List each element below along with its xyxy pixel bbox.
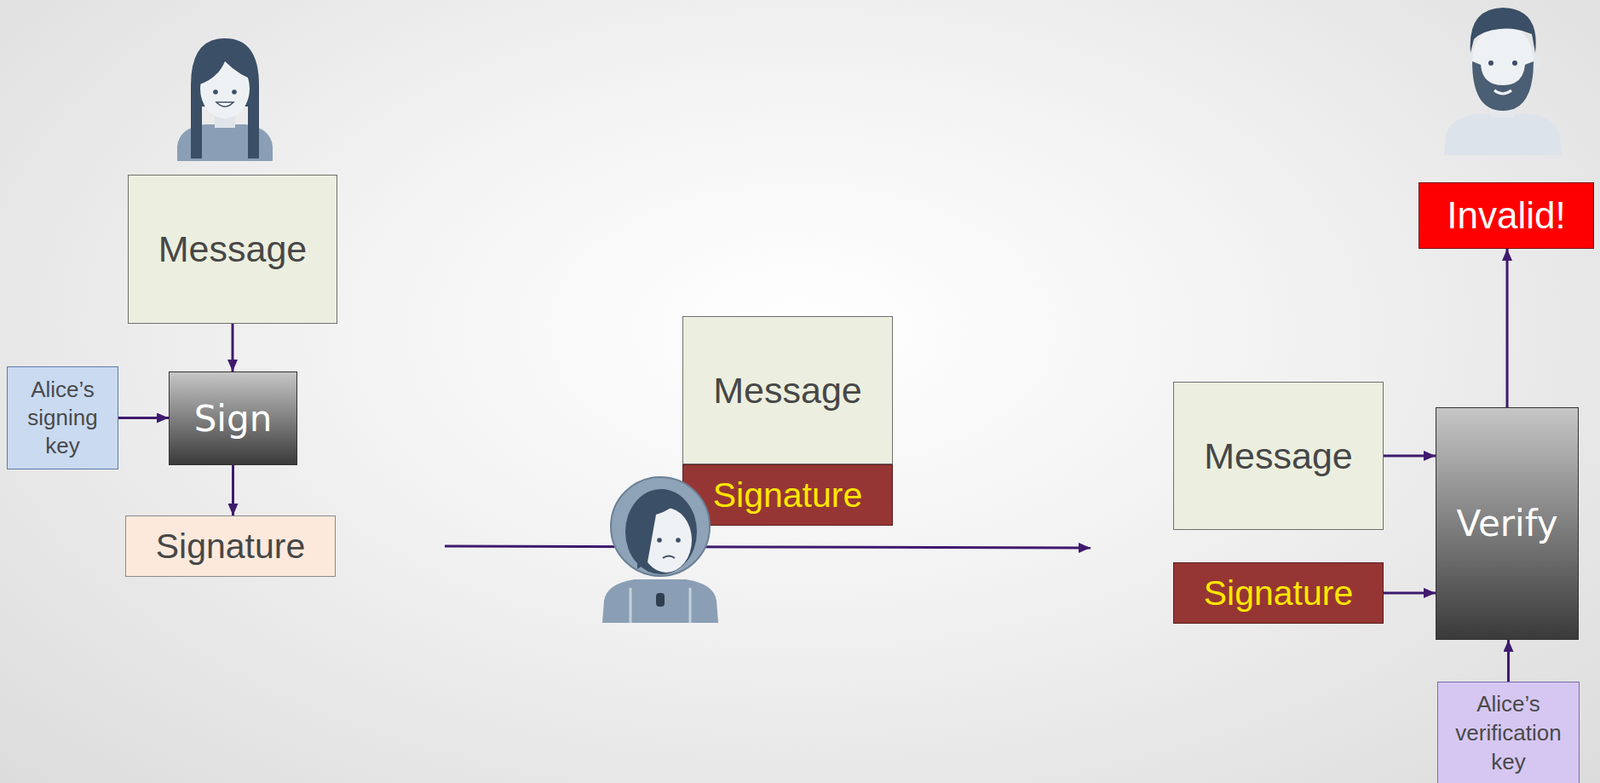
eve-eye — [656, 537, 662, 543]
eve-body — [602, 579, 719, 623]
flow-arrow — [1383, 592, 1436, 595]
eve-eye — [675, 537, 681, 543]
box-label: Alice’s verification key — [1441, 689, 1576, 777]
box-label: Alice’s signing key — [12, 375, 113, 461]
eve-hood — [610, 477, 710, 576]
bob-ear — [1528, 54, 1541, 72]
flow-arrow — [1506, 248, 1509, 408]
flow-arrow — [1383, 454, 1436, 458]
signing-key-box: Alice’s signing key — [6, 366, 119, 470]
bob-neck — [1490, 95, 1515, 118]
box-label: Invalid! — [1446, 194, 1566, 237]
bob-eye — [1512, 60, 1518, 66]
result-box: Invalid! — [1418, 182, 1595, 249]
verification-key-box: Alice’s verification key — [1437, 681, 1580, 783]
box-label: Message — [713, 369, 862, 412]
bob-ear — [1465, 54, 1478, 72]
alice-face — [200, 58, 250, 119]
bob-figure — [1444, 7, 1562, 156]
signature-box: Signature — [125, 515, 336, 577]
bob-face — [1472, 23, 1534, 99]
bob-eye — [1488, 60, 1494, 66]
eve-figure — [602, 477, 719, 623]
box-label: Signature — [713, 475, 864, 516]
alice-smile — [216, 102, 234, 107]
alice-figure — [177, 38, 273, 162]
message-box: Message — [1173, 381, 1384, 530]
flow-arrow — [231, 323, 235, 372]
eve-face — [640, 507, 692, 573]
eve-frown — [662, 556, 675, 559]
bob-body — [1444, 114, 1562, 156]
box-label: Message — [158, 228, 307, 271]
bob-hair — [1470, 7, 1537, 53]
box-label: Message — [1203, 435, 1353, 478]
sign-operation: Sign — [168, 371, 298, 466]
eve-bangs — [637, 496, 682, 570]
alice-body — [177, 124, 273, 162]
verify-operation: Verify — [1435, 407, 1579, 640]
flow-arrow — [1507, 639, 1510, 682]
box-label: Verify — [1456, 502, 1558, 545]
transmission-line — [444, 546, 1091, 548]
flow-arrow — [231, 465, 235, 516]
box-label: Signature — [1203, 573, 1354, 614]
flow-arrow — [118, 416, 169, 420]
box-label: Sign — [194, 397, 273, 440]
alice-hair — [190, 38, 259, 159]
eve-toggle — [656, 592, 665, 607]
alice-fringe — [197, 44, 258, 86]
alice-neck — [214, 107, 236, 128]
eve-stripe — [689, 587, 692, 623]
bob-smile — [1494, 90, 1512, 94]
eve-hair — [625, 489, 697, 575]
alice-eye — [231, 89, 237, 95]
message-box: Message — [127, 174, 338, 324]
connector-layer — [118, 248, 1509, 682]
eve-stripe — [629, 587, 633, 623]
message-box: Message — [682, 316, 893, 465]
signature-box: Signature — [1173, 562, 1384, 624]
box-label: Signature — [155, 526, 306, 567]
signature-box: Signature — [682, 464, 893, 526]
alice-eye — [212, 89, 219, 95]
bob-beard — [1472, 61, 1534, 111]
